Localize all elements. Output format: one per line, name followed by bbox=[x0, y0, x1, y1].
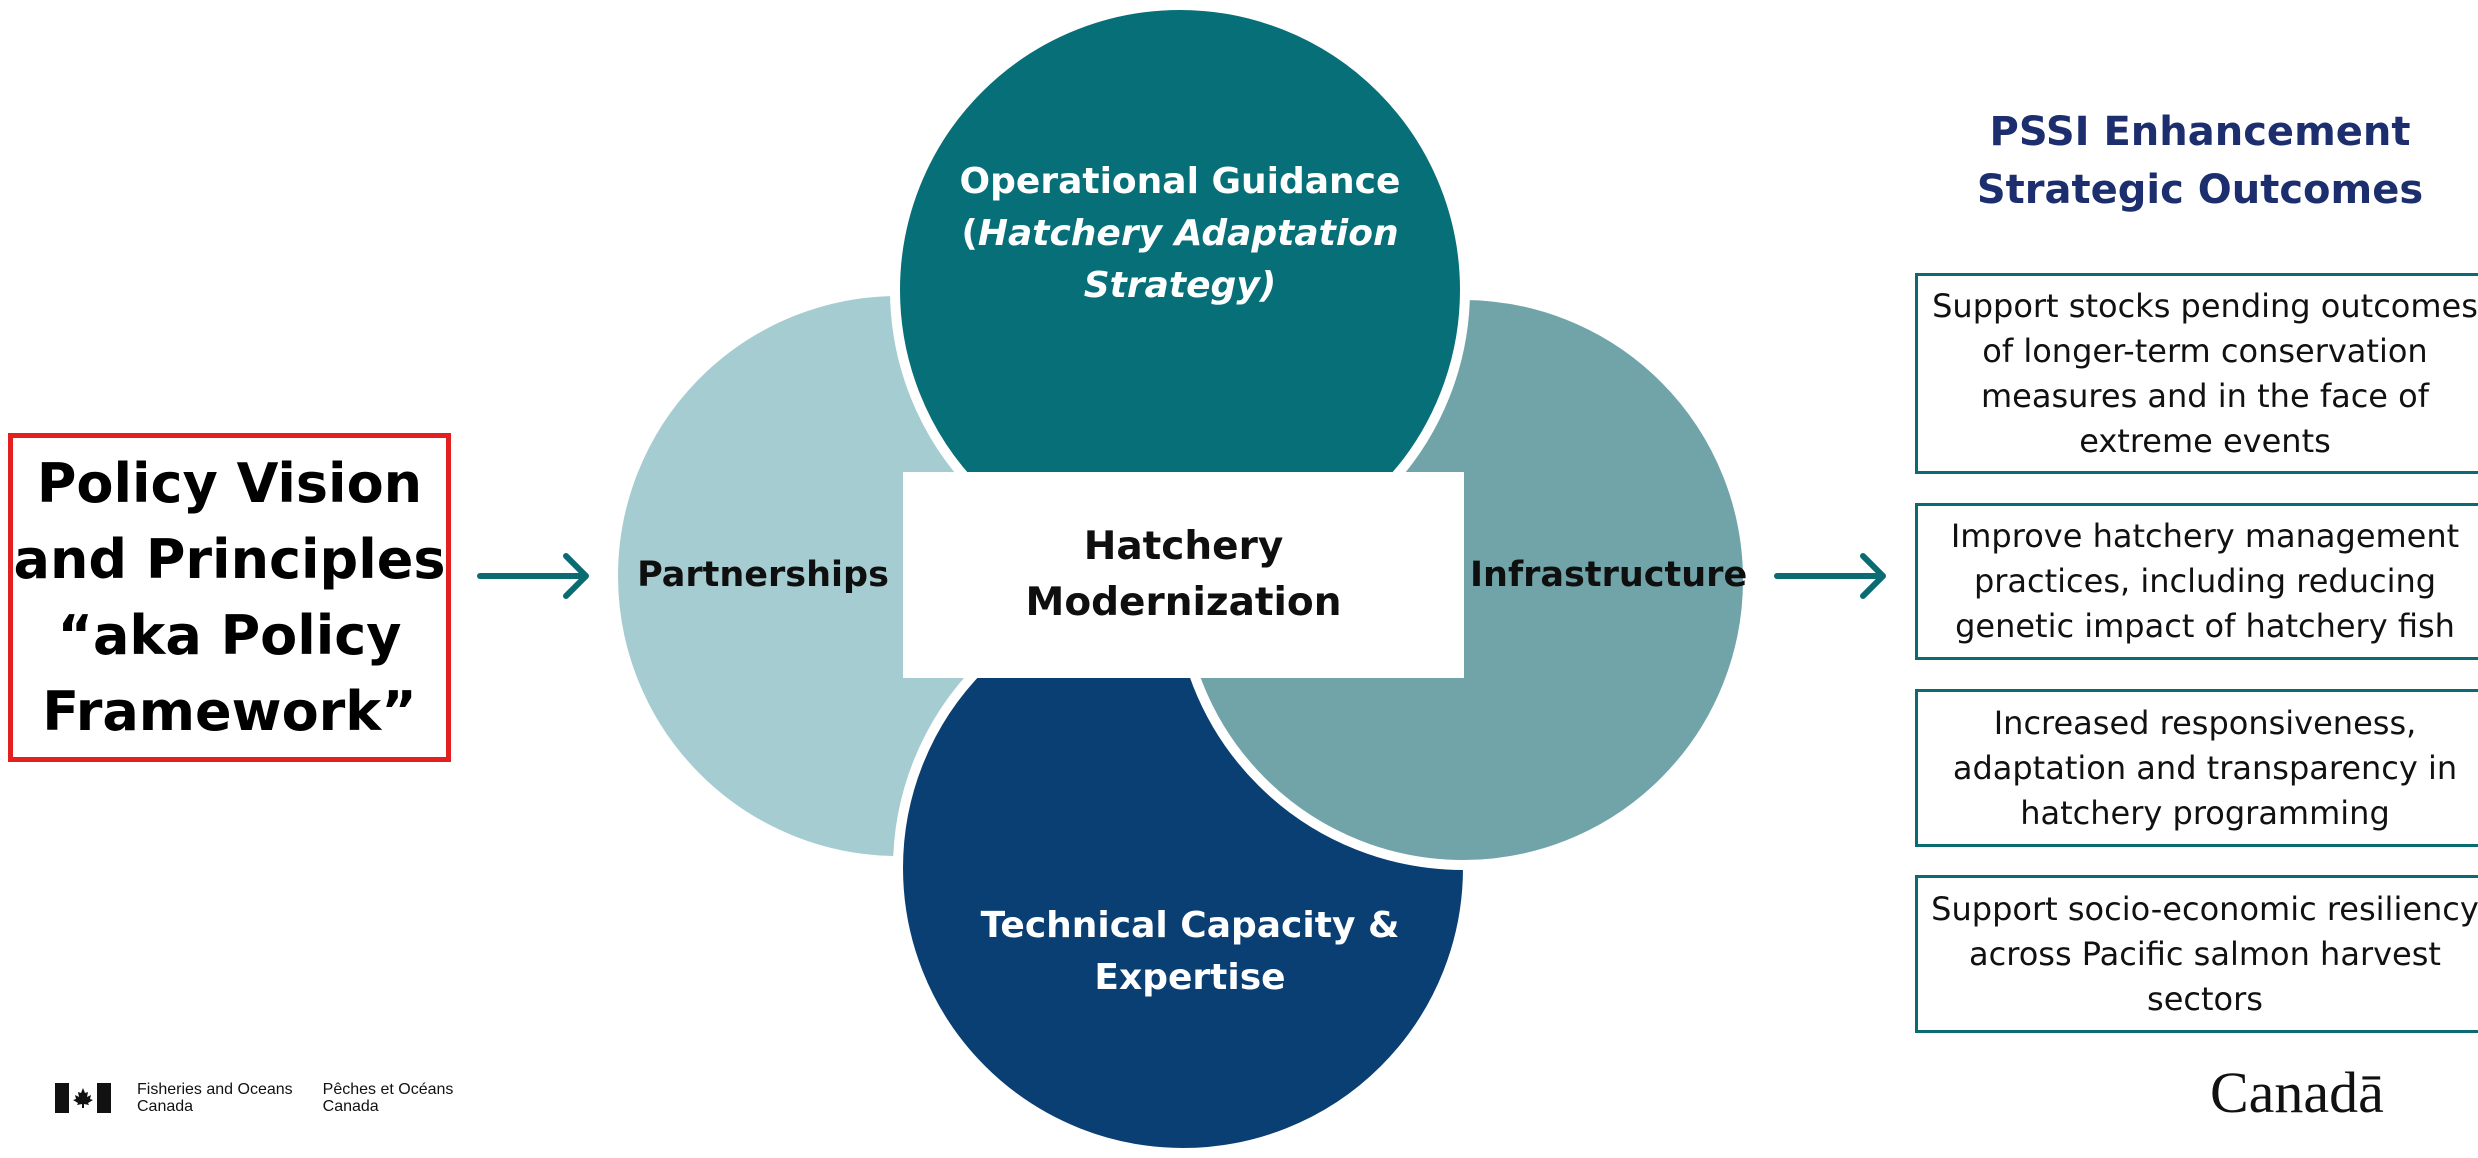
paren-open: ( bbox=[961, 213, 978, 254]
department-line: Fisheries and Oceans bbox=[137, 1081, 293, 1098]
government-signature: Fisheries and Oceans Canada Pêches et Oc… bbox=[55, 1078, 483, 1118]
department-name-en: Fisheries and Oceans Canada bbox=[137, 1081, 293, 1115]
outcome-box-1: Support stocks pending outcomes of longe… bbox=[1915, 273, 2478, 474]
arrow-right-icon bbox=[1774, 553, 1886, 599]
technical-capacity-line1: Technical Capacity & bbox=[980, 905, 1400, 946]
technical-capacity-line2: Expertise bbox=[1094, 957, 1286, 998]
partnerships-label: Partnerships bbox=[637, 555, 889, 595]
department-line: Pêches et Océans bbox=[322, 1081, 454, 1098]
policy-line: and Principles bbox=[13, 527, 446, 591]
policy-line: Framework” bbox=[42, 679, 417, 743]
outcome-line: practices, including reducing bbox=[1973, 562, 2437, 600]
outcome-line: Improve hatchery management bbox=[1950, 517, 2460, 555]
center-title-line: Modernization bbox=[1025, 580, 1342, 625]
outcome-box-2: Improve hatchery management practices, i… bbox=[1915, 503, 2478, 660]
operational-guidance-label: Operational Guidance (Hatchery Adaptatio… bbox=[930, 156, 1430, 312]
outcome-line: of longer-term conservation bbox=[1982, 331, 2428, 370]
outcome-line: Support socio-economic resiliency bbox=[1931, 889, 2478, 928]
outcome-line: genetic impact of hatchery fish bbox=[1955, 607, 2455, 645]
maple-leaf-icon bbox=[73, 1088, 93, 1108]
outcome-line: across Pacific salmon harvest bbox=[1969, 934, 2441, 973]
canada-wordmark: Canadā bbox=[2210, 1058, 2384, 1128]
outcome-line: measures and in the face of bbox=[1981, 376, 2429, 415]
outcomes-title-line: PSSI Enhancement bbox=[1989, 109, 2411, 155]
hatchery-adaptation-text: Hatchery Adaptation bbox=[977, 213, 1399, 254]
department-line: Canada bbox=[322, 1098, 379, 1115]
operational-guidance-line1: Operational Guidance bbox=[959, 161, 1401, 202]
outcomes-title: PSSI Enhancement Strategic Outcomes bbox=[1910, 103, 2478, 219]
hatchery-modernization-box: Hatchery Modernization bbox=[903, 472, 1464, 678]
policy-framework-box: Policy Vision and Principles “aka Policy… bbox=[8, 433, 451, 762]
arrow-right-icon bbox=[477, 553, 589, 599]
outcome-line: sectors bbox=[2147, 979, 2263, 1018]
center-title-line: Hatchery bbox=[1083, 524, 1284, 569]
outcome-box-4: Support socio-economic resiliency across… bbox=[1915, 875, 2478, 1033]
outcome-line: adaptation and transparency in bbox=[1952, 748, 2458, 787]
operational-guidance-line2: (Hatchery Adaptation bbox=[930, 208, 1430, 260]
outcome-line: Support stocks pending outcomes bbox=[1932, 286, 2478, 325]
department-line: Canada bbox=[137, 1098, 194, 1115]
technical-capacity-label: Technical Capacity & Expertise bbox=[960, 900, 1420, 1004]
operational-guidance-line3: Strategy) bbox=[1083, 265, 1277, 306]
policy-line: “aka Policy bbox=[57, 603, 402, 667]
canada-flag-icon bbox=[55, 1083, 111, 1113]
outcome-line: extreme events bbox=[2079, 421, 2331, 460]
department-name-fr: Pêches et Océans Canada bbox=[323, 1081, 454, 1115]
outcome-box-3: Increased responsiveness, adaptation and… bbox=[1915, 689, 2478, 847]
outcomes-title-line: Strategic Outcomes bbox=[1976, 167, 2424, 213]
canada-wordmark-text: Canadā bbox=[2210, 1060, 2384, 1125]
infrastructure-label: Infrastructure bbox=[1470, 555, 1748, 595]
outcome-line: hatchery programming bbox=[2020, 793, 2390, 832]
policy-line: Policy Vision bbox=[36, 451, 423, 515]
outcome-line: Increased responsiveness, bbox=[1993, 703, 2417, 742]
